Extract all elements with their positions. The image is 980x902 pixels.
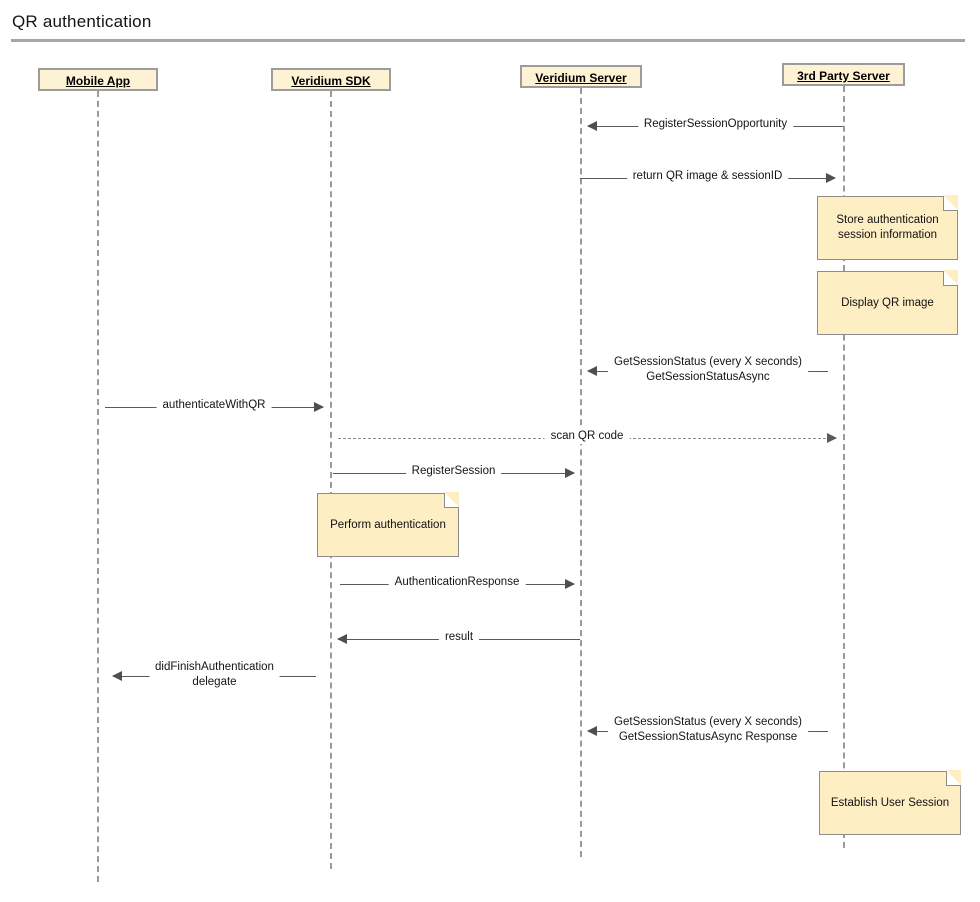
- arrowhead-icon: [827, 433, 837, 443]
- participant-label: Veridium SDK: [291, 74, 371, 88]
- note-display-qr-image[interactable]: Display QR image: [817, 269, 958, 335]
- lifeline-veridium-server: [580, 88, 582, 857]
- note-store-authentication-session-information[interactable]: Store authentication session information: [817, 194, 958, 260]
- arrowhead-icon: [565, 579, 575, 589]
- title-divider: [11, 39, 965, 42]
- note-text: Perform authentication: [330, 518, 446, 531]
- participant-veridium-sdk[interactable]: Veridium SDK: [271, 68, 391, 91]
- lifeline-3rd-party-server: [843, 86, 845, 848]
- participant-mobile-app[interactable]: Mobile App: [38, 68, 158, 91]
- message-label: AuthenticationResponse: [388, 575, 526, 590]
- message-label: scan QR code: [544, 429, 630, 444]
- participant-label: 3rd Party Server: [797, 69, 890, 83]
- arrowhead-icon: [565, 468, 575, 478]
- note-establish-user-session[interactable]: Establish User Session: [819, 769, 961, 835]
- participant-label: Veridium Server: [535, 71, 627, 85]
- lifeline-mobile-app: [97, 91, 99, 882]
- arrowhead-icon: [587, 726, 597, 736]
- note-text: Store authentication session information: [836, 214, 939, 241]
- note-fold-corner-icon: [945, 769, 961, 786]
- note-fold-corner-icon: [942, 194, 958, 211]
- message-label: authenticateWithQR: [156, 398, 272, 413]
- message-label: GetSessionStatus (every X seconds) GetSe…: [608, 715, 808, 745]
- message-label: return QR image & sessionID: [626, 169, 789, 184]
- message-label: GetSessionStatus (every X seconds) GetSe…: [608, 355, 808, 385]
- arrowhead-icon: [826, 173, 836, 183]
- participant-veridium-server[interactable]: Veridium Server: [520, 65, 642, 88]
- arrowhead-icon: [314, 402, 324, 412]
- message-label: RegisterSession: [405, 464, 502, 479]
- message-label: result: [438, 630, 480, 645]
- message-label: RegisterSessionOpportunity: [637, 117, 794, 132]
- note-fold-corner-icon: [942, 269, 958, 286]
- message-label: didFinishAuthentication delegate: [149, 660, 280, 690]
- note-fold-corner-icon: [443, 491, 459, 508]
- arrowhead-icon: [587, 366, 597, 376]
- note-text: Establish User Session: [830, 796, 950, 809]
- arrowhead-icon: [112, 671, 122, 681]
- participant-label: Mobile App: [65, 74, 131, 88]
- note-perform-authentication[interactable]: Perform authentication: [317, 491, 459, 557]
- note-text: Display QR image: [841, 296, 934, 309]
- arrowhead-icon: [587, 121, 597, 131]
- arrowhead-icon: [337, 634, 347, 644]
- page-title: QR authentication: [12, 12, 152, 31]
- participant-3rd-party-server[interactable]: 3rd Party Server: [782, 63, 905, 86]
- lifeline-veridium-sdk: [330, 91, 332, 869]
